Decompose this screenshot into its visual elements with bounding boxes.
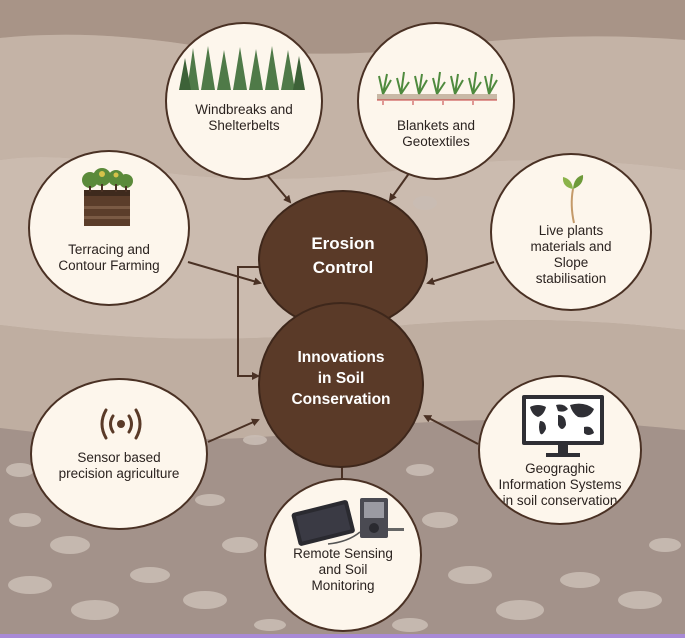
windbreaks-label: Windbreaks and Shelterbelts — [195, 102, 293, 133]
seedling-icon — [562, 175, 584, 224]
grass-mat-icon — [377, 71, 498, 105]
sensor-label: Sensor based precision agriculture — [58, 450, 180, 481]
soil-profile-trees-icon — [82, 168, 133, 226]
innovations-soil-conservation-circle: Innovations in Soil Conservation — [258, 302, 424, 468]
terracing-label: Terracing and Contour Farming — [58, 242, 160, 273]
blankets-label: Blankets and Geotextiles — [396, 118, 476, 149]
world-map-monitor-icon — [522, 395, 604, 457]
gis-label: Geograghic Information Systems in soil c… — [498, 461, 622, 508]
wireless-signal-icon — [100, 408, 142, 440]
innovations-soil-conservation-label: Innovations in Soil Conservation — [291, 349, 391, 408]
node-live-plants: Live plants materials and Slope stabilis… — [490, 153, 652, 311]
erosion-control-label: Erosion Control — [311, 234, 375, 277]
tablet-and-soil-meter-icon — [291, 498, 404, 546]
node-sensor: Sensor based precision agriculture — [30, 378, 208, 530]
node-remote: Remote Sensing and Soil Monitoring — [264, 478, 422, 632]
live-plants-label: Live plants materials and Slope stabilis… — [530, 223, 612, 286]
pine-trees-icon — [179, 46, 305, 90]
node-gis: Geograghic Information Systems in soil c… — [478, 375, 642, 525]
remote-label: Remote Sensing and Soil Monitoring — [293, 546, 393, 593]
node-windbreaks: Windbreaks and Shelterbelts — [165, 22, 323, 180]
node-terracing: Terracing and Contour Farming — [28, 150, 190, 306]
node-blankets: Blankets and Geotextiles — [357, 22, 515, 180]
